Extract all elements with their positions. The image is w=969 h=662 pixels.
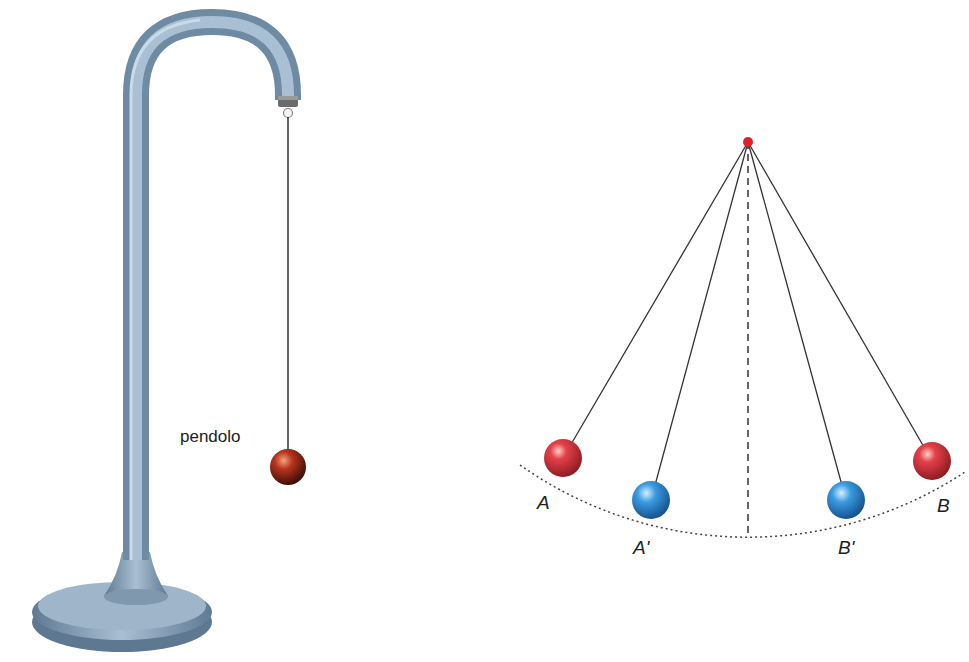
pendulum-positions xyxy=(520,137,965,537)
position-label: B xyxy=(937,496,950,515)
part-label: pendolo xyxy=(180,428,241,445)
position-label: B' xyxy=(838,538,854,557)
position-label: A xyxy=(537,493,550,512)
position-label: A' xyxy=(633,538,649,557)
pendulum-stand xyxy=(32,20,306,652)
